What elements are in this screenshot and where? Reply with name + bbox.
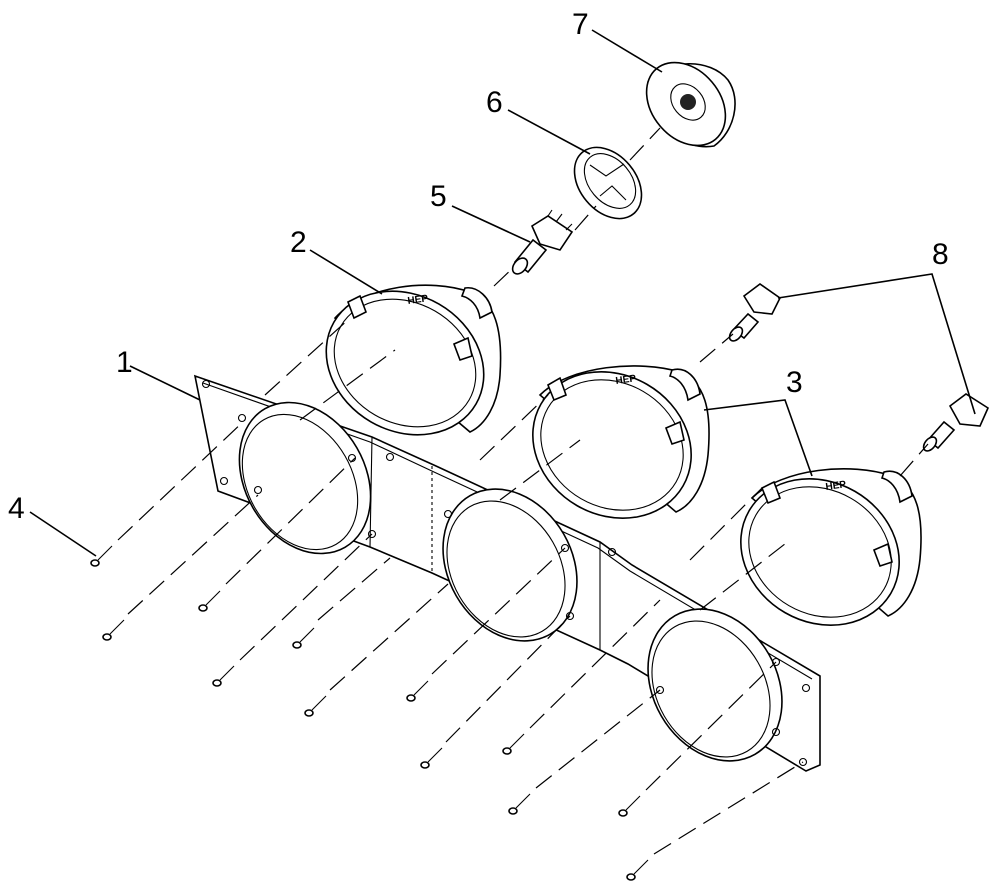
callout-1: 1	[116, 346, 133, 379]
callout-5: 5	[430, 180, 447, 213]
headlamp-center: HEP	[532, 365, 710, 519]
headlamp-right: HEP	[740, 468, 922, 626]
dust-cap	[645, 61, 736, 148]
callout-labels: 1 2 3 4 5 6 7 8	[8, 8, 949, 525]
callout-7: 7	[572, 8, 589, 41]
leader-lines	[29, 29, 976, 557]
bulb-retainer	[573, 146, 643, 220]
lamp-marking: HEP	[615, 373, 637, 387]
side-bulb-lower	[922, 393, 990, 452]
callout-4: 4	[8, 492, 25, 525]
plate-opening-left	[238, 401, 372, 555]
plate-opening-right	[647, 608, 783, 762]
callout-8: 8	[932, 238, 949, 271]
mounting-plate	[193, 374, 821, 772]
callout-6: 6	[486, 86, 503, 119]
headlamp-left: HEP	[325, 284, 502, 436]
callout-3: 3	[786, 366, 803, 399]
lamp-marking: HEP	[407, 293, 429, 307]
plate-opening-center	[442, 488, 578, 642]
side-bulb-upper	[728, 283, 782, 342]
lamp-marking: HEP	[825, 479, 847, 493]
screws	[90, 545, 649, 881]
bulb	[511, 209, 574, 275]
assembly-lines	[117, 127, 929, 855]
callout-2: 2	[290, 226, 307, 259]
